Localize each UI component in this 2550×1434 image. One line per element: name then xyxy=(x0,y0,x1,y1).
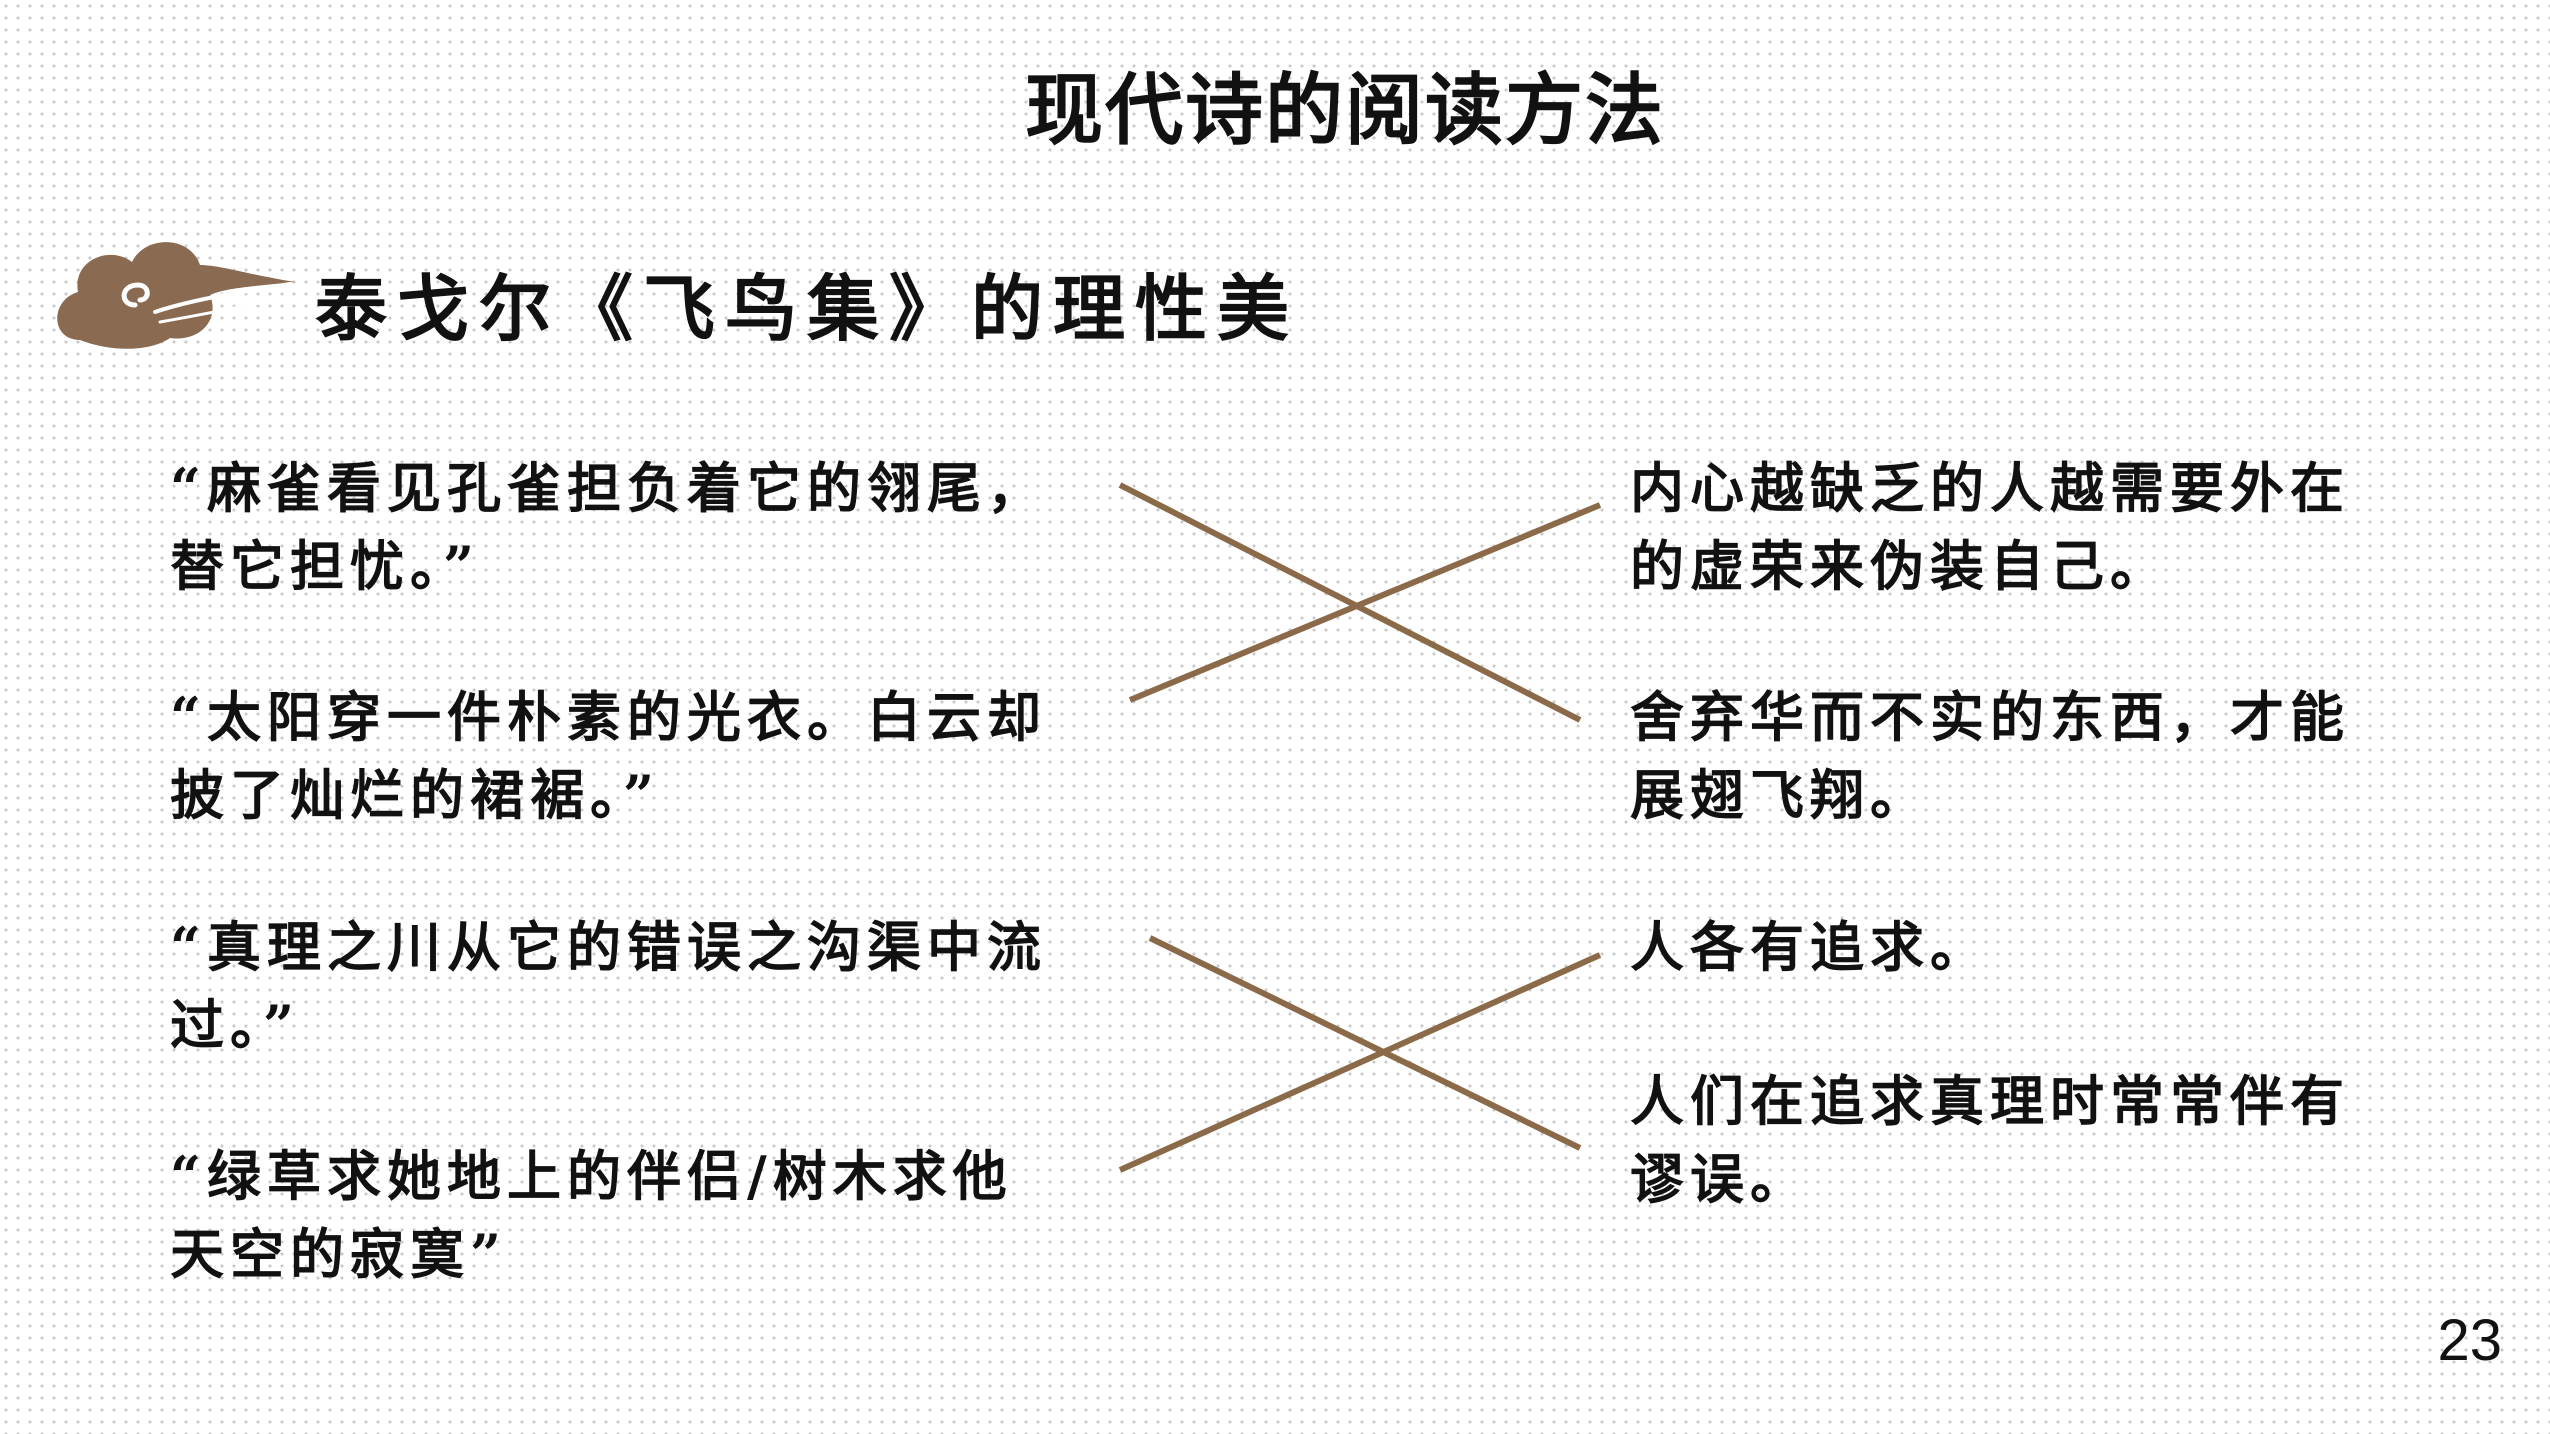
meaning-item-3: 人各有追求。 xyxy=(1630,908,2410,986)
meaning-line: 人各有追求。 xyxy=(1630,915,1990,979)
quote-line: “太阳穿一件朴素的光衣。白云却 xyxy=(170,685,1048,749)
meaning-item-2: 舍弃华而不实的东西，才能 展翅飞翔。 xyxy=(1630,678,2410,834)
quote-line: “真理之川从它的错误之沟渠中流 xyxy=(170,915,1048,979)
quote-line: “麻雀看见孔雀担负着它的翎尾， xyxy=(170,456,1048,520)
quote-line: 过。” xyxy=(170,993,301,1057)
page-title: 现代诗的阅读方法 xyxy=(1024,66,1665,156)
quote-line: 替它担忧。” xyxy=(170,534,481,598)
meaning-line: 人们在追求真理时常常伴有 xyxy=(1630,1069,2350,1133)
page-number: 23 xyxy=(2437,1308,2502,1373)
meaning-item-1: 内心越缺乏的人越需要外在 的虚荣来伪装自己。 xyxy=(1630,449,2410,605)
quote-line: 披了灿烂的裙裾。” xyxy=(170,763,661,827)
meaning-item-4: 人们在追求真理时常常伴有 谬误。 xyxy=(1630,1062,2410,1218)
quote-line: “绿草求她地上的伴侣/树木求他 xyxy=(170,1144,1013,1208)
meaning-line: 舍弃华而不实的东西，才能 xyxy=(1630,685,2350,749)
quote-item-4: “绿草求她地上的伴侣/树木求他 天空的寂寞” xyxy=(170,1137,1160,1293)
meaning-line: 内心越缺乏的人越需要外在 xyxy=(1630,456,2350,520)
quote-item-2: “太阳穿一件朴素的光衣。白云却 披了灿烂的裙裾。” xyxy=(170,678,1160,834)
match-line-3 xyxy=(1148,935,1582,1151)
quote-item-3: “真理之川从它的错误之沟渠中流 过。” xyxy=(170,908,1160,1064)
meaning-line: 展翅飞翔。 xyxy=(1630,763,1930,827)
match-line-4 xyxy=(1118,952,1602,1173)
cloud-icon xyxy=(57,242,295,349)
match-line-2 xyxy=(1128,502,1602,703)
quote-item-1: “麻雀看见孔雀担负着它的翎尾， 替它担忧。” xyxy=(170,449,1160,605)
section-subtitle: 泰戈尔《飞鸟集》的理性美 xyxy=(315,266,1300,351)
match-line-1 xyxy=(1118,482,1582,723)
quote-line: 天空的寂寞” xyxy=(170,1222,508,1286)
meaning-line: 的虚荣来伪装自己。 xyxy=(1630,534,2170,598)
meaning-line: 谬误。 xyxy=(1630,1147,1810,1211)
